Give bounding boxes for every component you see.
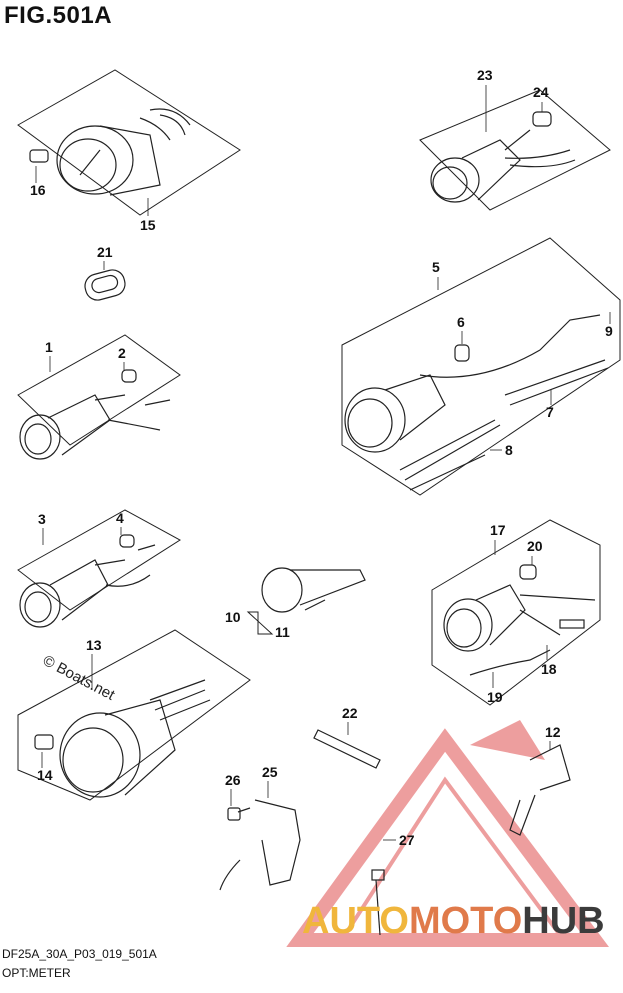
group-box-17 <box>431 519 601 706</box>
figure-title: FIG.501A <box>4 2 113 29</box>
group-box-10 <box>246 611 274 635</box>
callout-27: 27 <box>399 832 415 848</box>
group-box-1 <box>17 334 181 446</box>
callout-16: 16 <box>30 182 46 198</box>
group-box-5 <box>341 237 621 496</box>
callout-22: 22 <box>342 705 358 721</box>
callout-1: 1 <box>45 339 53 355</box>
callout-8: 8 <box>505 442 513 458</box>
callout-4: 4 <box>116 510 124 526</box>
callout-20: 20 <box>527 538 543 554</box>
callout-6: 6 <box>457 314 465 330</box>
callout-11: 11 <box>275 624 290 640</box>
figure-code: DF25A_30A_P03_019_501A <box>2 947 157 961</box>
callout-12: 12 <box>545 724 561 740</box>
callout-13: 13 <box>86 637 102 653</box>
group-box-3 <box>17 509 181 611</box>
meter-1 <box>19 369 171 460</box>
group-box-13 <box>17 629 251 801</box>
callout-25: 25 <box>262 764 278 780</box>
bolt-26 <box>227 807 251 821</box>
callout-14: 14 <box>37 767 53 783</box>
callout-15: 15 <box>140 217 156 233</box>
sender-12 <box>509 744 571 836</box>
meter-17 <box>443 564 596 676</box>
figure-subtitle: OPT:METER <box>2 966 71 980</box>
bracket-25 <box>219 799 301 891</box>
callout-23: 23 <box>477 67 493 83</box>
callout-labels: 16 15 23 24 21 5 6 9 1 2 7 8 3 4 17 20 1… <box>30 67 613 848</box>
callout-18: 18 <box>541 661 557 677</box>
meter-5 <box>344 314 609 491</box>
meter-23 <box>430 111 576 203</box>
callout-17: 17 <box>490 522 506 538</box>
callout-19: 19 <box>487 689 503 705</box>
clamp-21 <box>84 269 126 301</box>
callout-3: 3 <box>38 511 46 527</box>
group-box-23 <box>419 89 611 211</box>
group-box-15 <box>17 69 241 216</box>
bracket-22 <box>313 729 381 769</box>
group-line-10 <box>257 612 268 635</box>
tie-27 <box>371 869 385 936</box>
meter-3 <box>19 534 156 628</box>
callout-26: 26 <box>225 772 241 788</box>
callout-2: 2 <box>118 345 126 361</box>
meter-13 <box>34 679 211 798</box>
meter-15 <box>29 108 191 196</box>
brand-logo-text: AUTOMOTOHUB <box>302 900 605 943</box>
callout-7: 7 <box>546 404 554 420</box>
brand-part-hub: HUB <box>522 900 605 942</box>
switch-10 <box>261 567 366 613</box>
brand-part-auto: AUTO <box>302 900 409 942</box>
callout-9: 9 <box>605 323 613 339</box>
callout-10: 10 <box>225 609 241 625</box>
brand-part-moto: MOTO <box>408 900 523 942</box>
callout-5: 5 <box>432 259 440 275</box>
triangle-logo <box>286 720 609 947</box>
callout-21: 21 <box>97 244 113 260</box>
callout-24: 24 <box>533 84 549 100</box>
leader-lines <box>35 85 611 841</box>
